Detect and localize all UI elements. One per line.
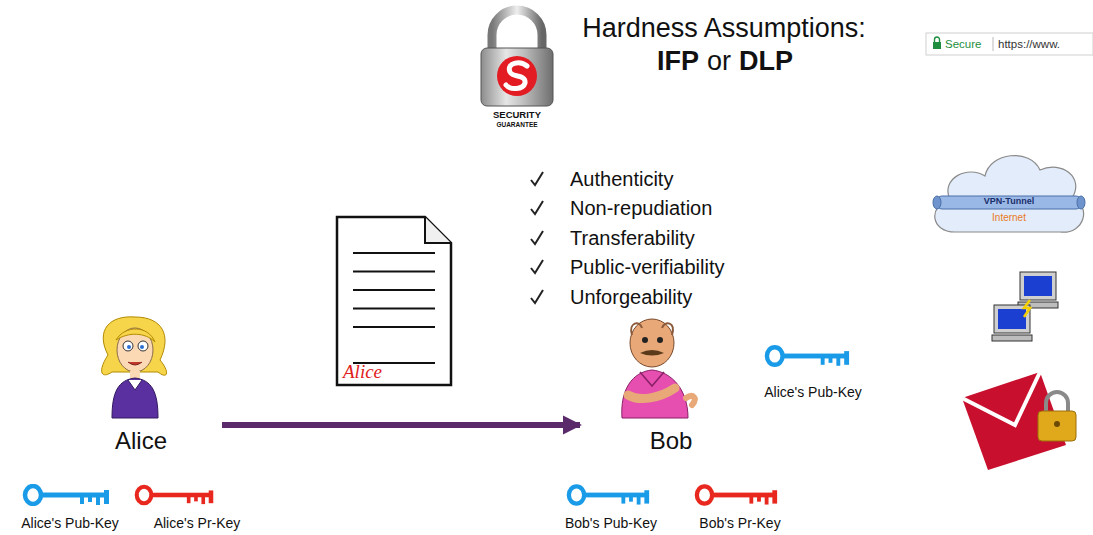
browser-secure: Secure bbox=[945, 38, 981, 51]
public-key bbox=[25, 486, 109, 505]
property-item: Authenticity bbox=[570, 168, 673, 190]
signature: Alice bbox=[343, 362, 382, 383]
page-shape bbox=[337, 217, 451, 385]
security-lock bbox=[481, 10, 553, 106]
key-label: Alice's Pr-Key bbox=[154, 516, 241, 531]
key-label: Alice's Pub-Key bbox=[21, 516, 119, 531]
text-line bbox=[353, 326, 435, 328]
alice-figure bbox=[102, 317, 167, 418]
text-line bbox=[353, 252, 435, 254]
bob-figure bbox=[622, 319, 695, 418]
secure-email bbox=[962, 372, 1076, 470]
property-item: Non-repudiation bbox=[570, 197, 712, 219]
connective: or bbox=[707, 46, 731, 76]
badge-text: SECURITY bbox=[493, 110, 541, 120]
cloud-label: Internet bbox=[992, 212, 1026, 223]
assumption-line: IFP or DLP bbox=[560, 47, 890, 77]
key-label: Alice's Pub-Key bbox=[764, 385, 862, 400]
badge-text: GUARANTEE bbox=[496, 121, 537, 128]
networked-computers bbox=[992, 272, 1058, 341]
signed-document: Alice bbox=[335, 215, 453, 387]
private-key bbox=[697, 486, 777, 504]
key-label: Bob's Pr-Key bbox=[699, 516, 780, 531]
public-key bbox=[767, 347, 849, 366]
property-item: Public-verifiability bbox=[570, 256, 725, 278]
check-marks bbox=[531, 172, 543, 303]
heading: Hardness Assumptions: bbox=[582, 14, 866, 44]
key-label: Bob's Pub-Key bbox=[565, 516, 657, 531]
person-node: Alice bbox=[60, 315, 222, 460]
property-item: Transferability bbox=[570, 227, 695, 249]
person-name: Bob bbox=[580, 428, 762, 454]
message-arrow bbox=[222, 422, 580, 428]
person-node: Bob bbox=[580, 315, 762, 460]
vpn-cloud bbox=[933, 156, 1085, 233]
person-name: Alice bbox=[60, 428, 222, 454]
browser-bar bbox=[926, 33, 1093, 55]
folded-corner bbox=[425, 217, 451, 243]
text-line bbox=[353, 289, 435, 291]
text-line bbox=[353, 271, 435, 273]
assumption: DLP bbox=[739, 46, 793, 76]
public-key bbox=[569, 486, 649, 504]
text-line bbox=[353, 308, 435, 310]
tunnel-label: VPN-Tunnel bbox=[984, 197, 1034, 207]
private-key bbox=[137, 487, 214, 504]
assumption: IFP bbox=[657, 46, 699, 76]
property-item: Unforgeability bbox=[570, 286, 692, 308]
browser-url: https://www. bbox=[998, 38, 1060, 51]
